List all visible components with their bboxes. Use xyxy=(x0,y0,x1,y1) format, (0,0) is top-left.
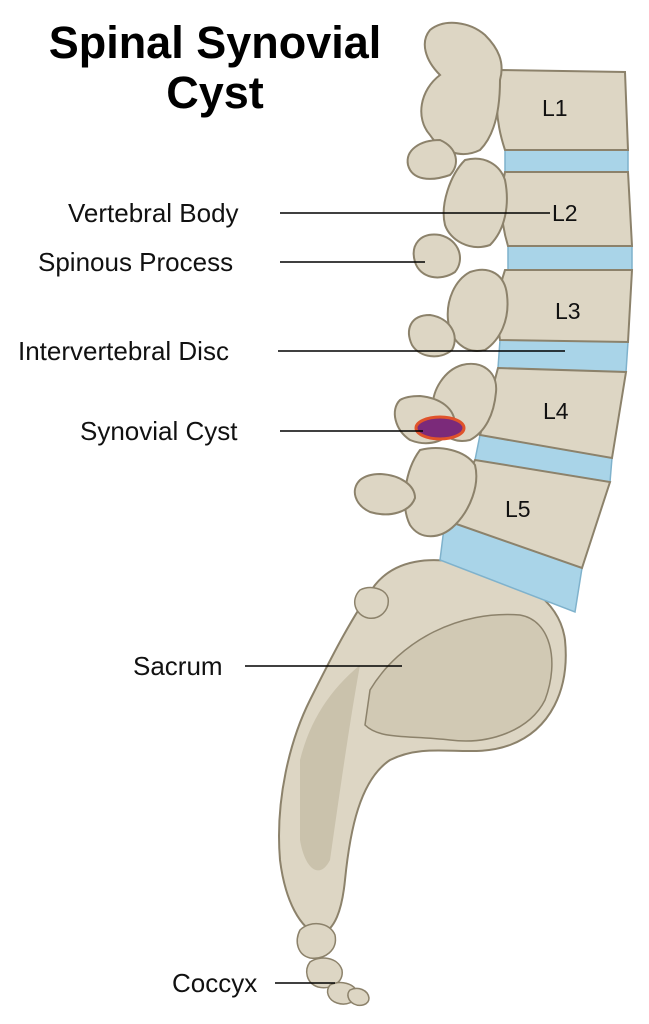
title-line-1: Spinal Synovial xyxy=(48,17,382,68)
spinous-process-l3 xyxy=(408,313,456,358)
spinous-process-l2 xyxy=(412,233,461,279)
label-spinous-process: Spinous Process xyxy=(38,247,234,277)
vertebra-label-l5: L5 xyxy=(505,496,531,522)
vertebra-label-l4: L4 xyxy=(543,398,569,424)
label-vertebral-body: Vertebral Body xyxy=(68,198,239,228)
coccyx-segment-1 xyxy=(296,923,337,959)
synovial-cyst xyxy=(414,415,466,441)
coccyx-segment-4 xyxy=(347,987,370,1007)
vertebra-label-l3: L3 xyxy=(555,298,581,324)
spinous-process-l1 xyxy=(406,138,457,180)
disc-l1-l2 xyxy=(504,149,629,173)
label-sacrum: Sacrum xyxy=(133,651,223,681)
posterior-l1 xyxy=(420,21,503,155)
vertebra-label-l1: L1 xyxy=(542,95,568,121)
vertebra-label-l2: L2 xyxy=(552,200,578,226)
title-line-2: Cyst xyxy=(166,67,264,118)
sacrum-shadow xyxy=(300,665,360,871)
disc-l2-l3 xyxy=(507,245,633,271)
label-synovial-cyst: Synovial Cyst xyxy=(80,416,238,446)
label-coccyx: Coccyx xyxy=(172,968,258,998)
sacrum-wing xyxy=(364,613,553,742)
spinous-process-l5 xyxy=(353,472,417,516)
disc-l3-l4 xyxy=(497,339,629,373)
sacral-facet xyxy=(353,586,389,619)
posterior-l3 xyxy=(446,268,509,352)
label-intervertebral-disc: Intervertebral Disc xyxy=(18,336,229,366)
page-title: Spinal Synovial Cyst xyxy=(0,18,430,118)
posterior-l2 xyxy=(442,157,508,248)
